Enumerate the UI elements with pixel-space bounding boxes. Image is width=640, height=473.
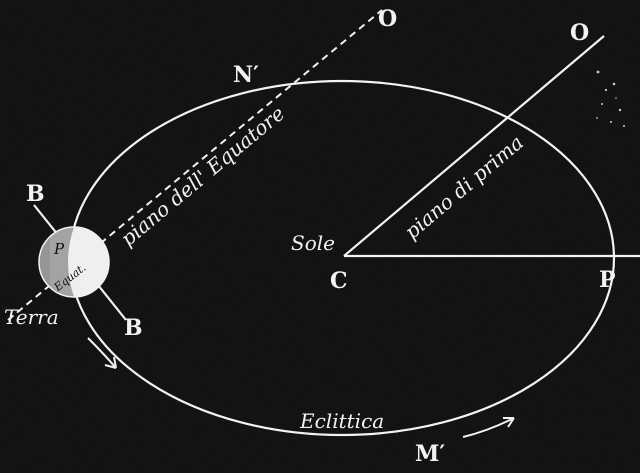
orbit-arrow-left (87, 337, 117, 369)
earth: P Equat. (38, 226, 110, 298)
label-n-prime: N′ (233, 62, 259, 88)
label-sole: Sole (291, 231, 335, 255)
orbit-arrow-bottom (462, 417, 515, 438)
equator-plane-line (7, 9, 383, 321)
label-b-bottom: B (124, 315, 143, 341)
label-eclittica: Eclittica (299, 409, 384, 433)
label-o-left: O (378, 6, 397, 32)
label-terra: Terra (4, 305, 59, 329)
label-c: C (330, 268, 348, 294)
earth-outline (38, 226, 110, 298)
earth-pole-label: P (53, 240, 65, 258)
label-m-prime: M′ (415, 441, 445, 467)
label-b-top: B (26, 181, 45, 207)
label-o-right: O (570, 20, 589, 46)
label-p: P (599, 267, 616, 293)
faint-stars (596, 70, 625, 127)
earth-shade-edge (39, 227, 50, 297)
prime-plane-line (343, 35, 605, 257)
